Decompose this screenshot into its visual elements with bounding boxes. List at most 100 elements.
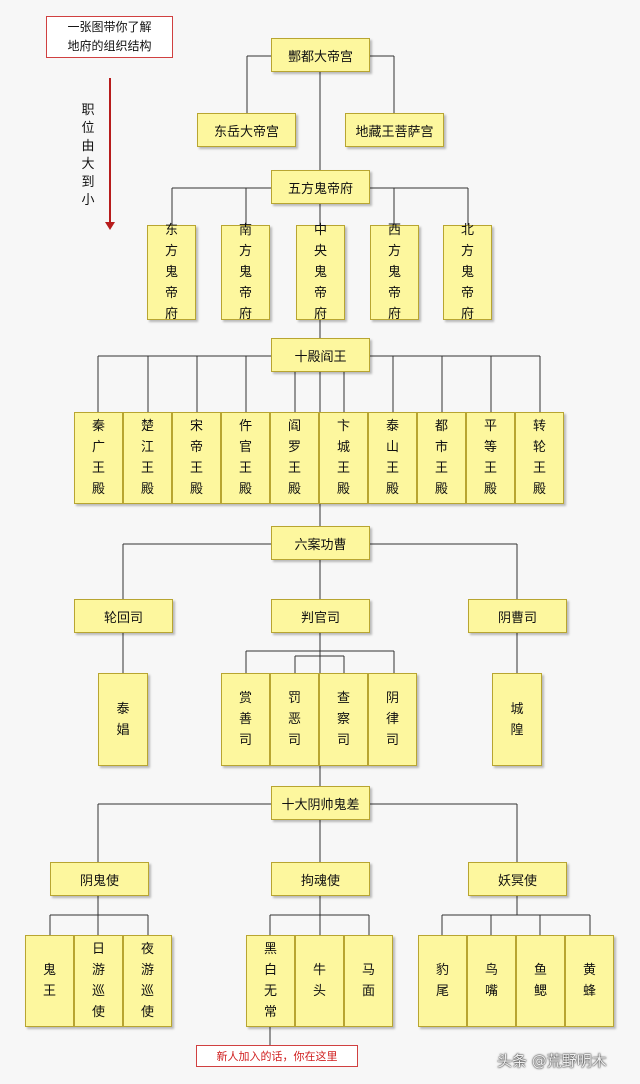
box-char: 游	[140, 963, 154, 978]
box-char: 市	[434, 440, 448, 455]
node-emperor: 东方鬼帝府	[147, 223, 196, 322]
box-char: 泰	[116, 701, 130, 717]
node-yincao: 阴曹司	[468, 599, 567, 633]
box-char: 殿	[434, 482, 448, 497]
node-taichang: 泰娼	[98, 673, 148, 766]
box-char: 鬼	[313, 265, 327, 280]
box-char: 鬼	[387, 265, 401, 280]
box-char: 夜	[140, 942, 154, 957]
node-king: 泰山王殿	[368, 412, 417, 504]
node-king: 都市王殿	[417, 412, 466, 504]
node-chenghuang: 城隍	[492, 673, 542, 766]
box-char: 恶	[287, 712, 301, 727]
node-gouhun: 拘魂使	[271, 862, 370, 896]
node-judge: 阴律司	[368, 673, 417, 766]
box-char: 广	[91, 440, 105, 455]
box-char: 头	[312, 984, 326, 999]
node-emperor: 北方鬼帝府	[443, 223, 492, 322]
box-char: 察	[336, 712, 350, 727]
box-char: 殿	[238, 482, 252, 497]
box-char: 律	[385, 712, 399, 727]
node-lunhui: 轮回司	[74, 599, 173, 633]
node-dongyue: 东岳大帝宫	[197, 113, 296, 147]
box-char: 宋	[189, 419, 203, 434]
node-yaoming-sub: 黄蜂	[565, 935, 614, 1027]
box-char: 司	[287, 733, 301, 748]
node-yaoming-sub: 豹尾	[418, 935, 467, 1027]
box-char: 官	[238, 440, 252, 455]
box-char: 方	[238, 244, 252, 259]
box-char: 轮	[532, 440, 546, 455]
box-char: 赏	[238, 691, 252, 706]
box-char: 平	[483, 419, 497, 434]
box-char: 城	[336, 440, 350, 455]
node-king: 仵官王殿	[221, 412, 270, 504]
box-char: 王	[91, 461, 105, 476]
box-char: 方	[460, 244, 474, 259]
node-judge: 罚恶司	[270, 673, 319, 766]
legend-line-2: 地府的组织结构	[67, 39, 152, 53]
box-char: 牛	[312, 963, 326, 978]
box-char: 帝	[387, 286, 401, 301]
box-char: 帝	[313, 286, 327, 301]
box-char: 殿	[336, 482, 350, 497]
newcomer-note: 新人加入的话，你在这里	[196, 1045, 358, 1067]
box-char: 都	[434, 419, 448, 434]
node-shida: 十大阴帅鬼差	[271, 786, 370, 820]
note-char: 大	[81, 157, 95, 172]
box-char: 卞	[336, 419, 350, 434]
box-char: 鳃	[533, 984, 547, 999]
chart-legend: 一张图带你了解 地府的组织结构	[46, 16, 173, 58]
box-char: 府	[164, 307, 178, 322]
node-yaoming-sub: 鱼鳃	[516, 935, 565, 1027]
box-char: 王	[42, 984, 56, 999]
box-char: 帝	[238, 286, 252, 301]
note-char: 位	[81, 121, 95, 136]
box-char: 无	[263, 984, 277, 999]
node-emperor: 西方鬼帝府	[370, 223, 419, 322]
box-char: 殿	[287, 482, 301, 497]
box-char: 王	[140, 461, 154, 476]
box-char: 司	[238, 733, 252, 748]
box-char: 等	[483, 440, 497, 455]
box-char: 殿	[385, 482, 399, 497]
box-char: 鬼	[164, 265, 178, 280]
node-panguan: 判官司	[271, 599, 370, 633]
box-char: 白	[263, 963, 277, 978]
box-char: 娼	[116, 722, 130, 738]
box-char: 黑	[263, 942, 277, 957]
box-char: 王	[336, 461, 350, 476]
node-fengdu: 酆都大帝宫	[271, 38, 370, 72]
box-char: 善	[238, 712, 252, 727]
box-char: 秦	[91, 419, 105, 434]
box-char: 豹	[435, 963, 449, 978]
box-char: 帝	[189, 440, 203, 455]
box-char: 北	[460, 223, 474, 238]
box-char: 巡	[140, 984, 154, 999]
node-king: 阎罗王殿	[270, 412, 319, 504]
box-char: 罚	[287, 691, 301, 706]
legend-line-1: 一张图带你了解	[67, 20, 152, 34]
node-judge: 赏善司	[221, 673, 270, 766]
node-judge: 查察司	[319, 673, 368, 766]
box-char: 巡	[91, 984, 105, 999]
node-yaoming: 妖冥使	[468, 862, 567, 896]
box-char: 东	[164, 223, 178, 238]
box-char: 黄	[582, 963, 596, 978]
node-yaoming-sub: 鸟嘴	[467, 935, 516, 1027]
box-char: 鬼	[460, 265, 474, 280]
node-dizang: 地藏王菩萨宫	[345, 113, 444, 147]
node-king: 楚江王殿	[123, 412, 172, 504]
note-char: 职	[81, 103, 95, 118]
box-char: 帝	[460, 286, 474, 301]
node-king: 平等王殿	[466, 412, 515, 504]
box-char: 南	[238, 223, 252, 238]
box-char: 方	[164, 244, 178, 259]
box-char: 殿	[483, 482, 497, 497]
box-char: 王	[483, 461, 497, 476]
box-char: 鬼	[238, 265, 252, 280]
watermark: 头条 @荒野明木	[497, 1052, 607, 1070]
node-emperor: 中央鬼帝府	[296, 223, 345, 322]
node-yingui-sub: 鬼王	[25, 935, 74, 1027]
